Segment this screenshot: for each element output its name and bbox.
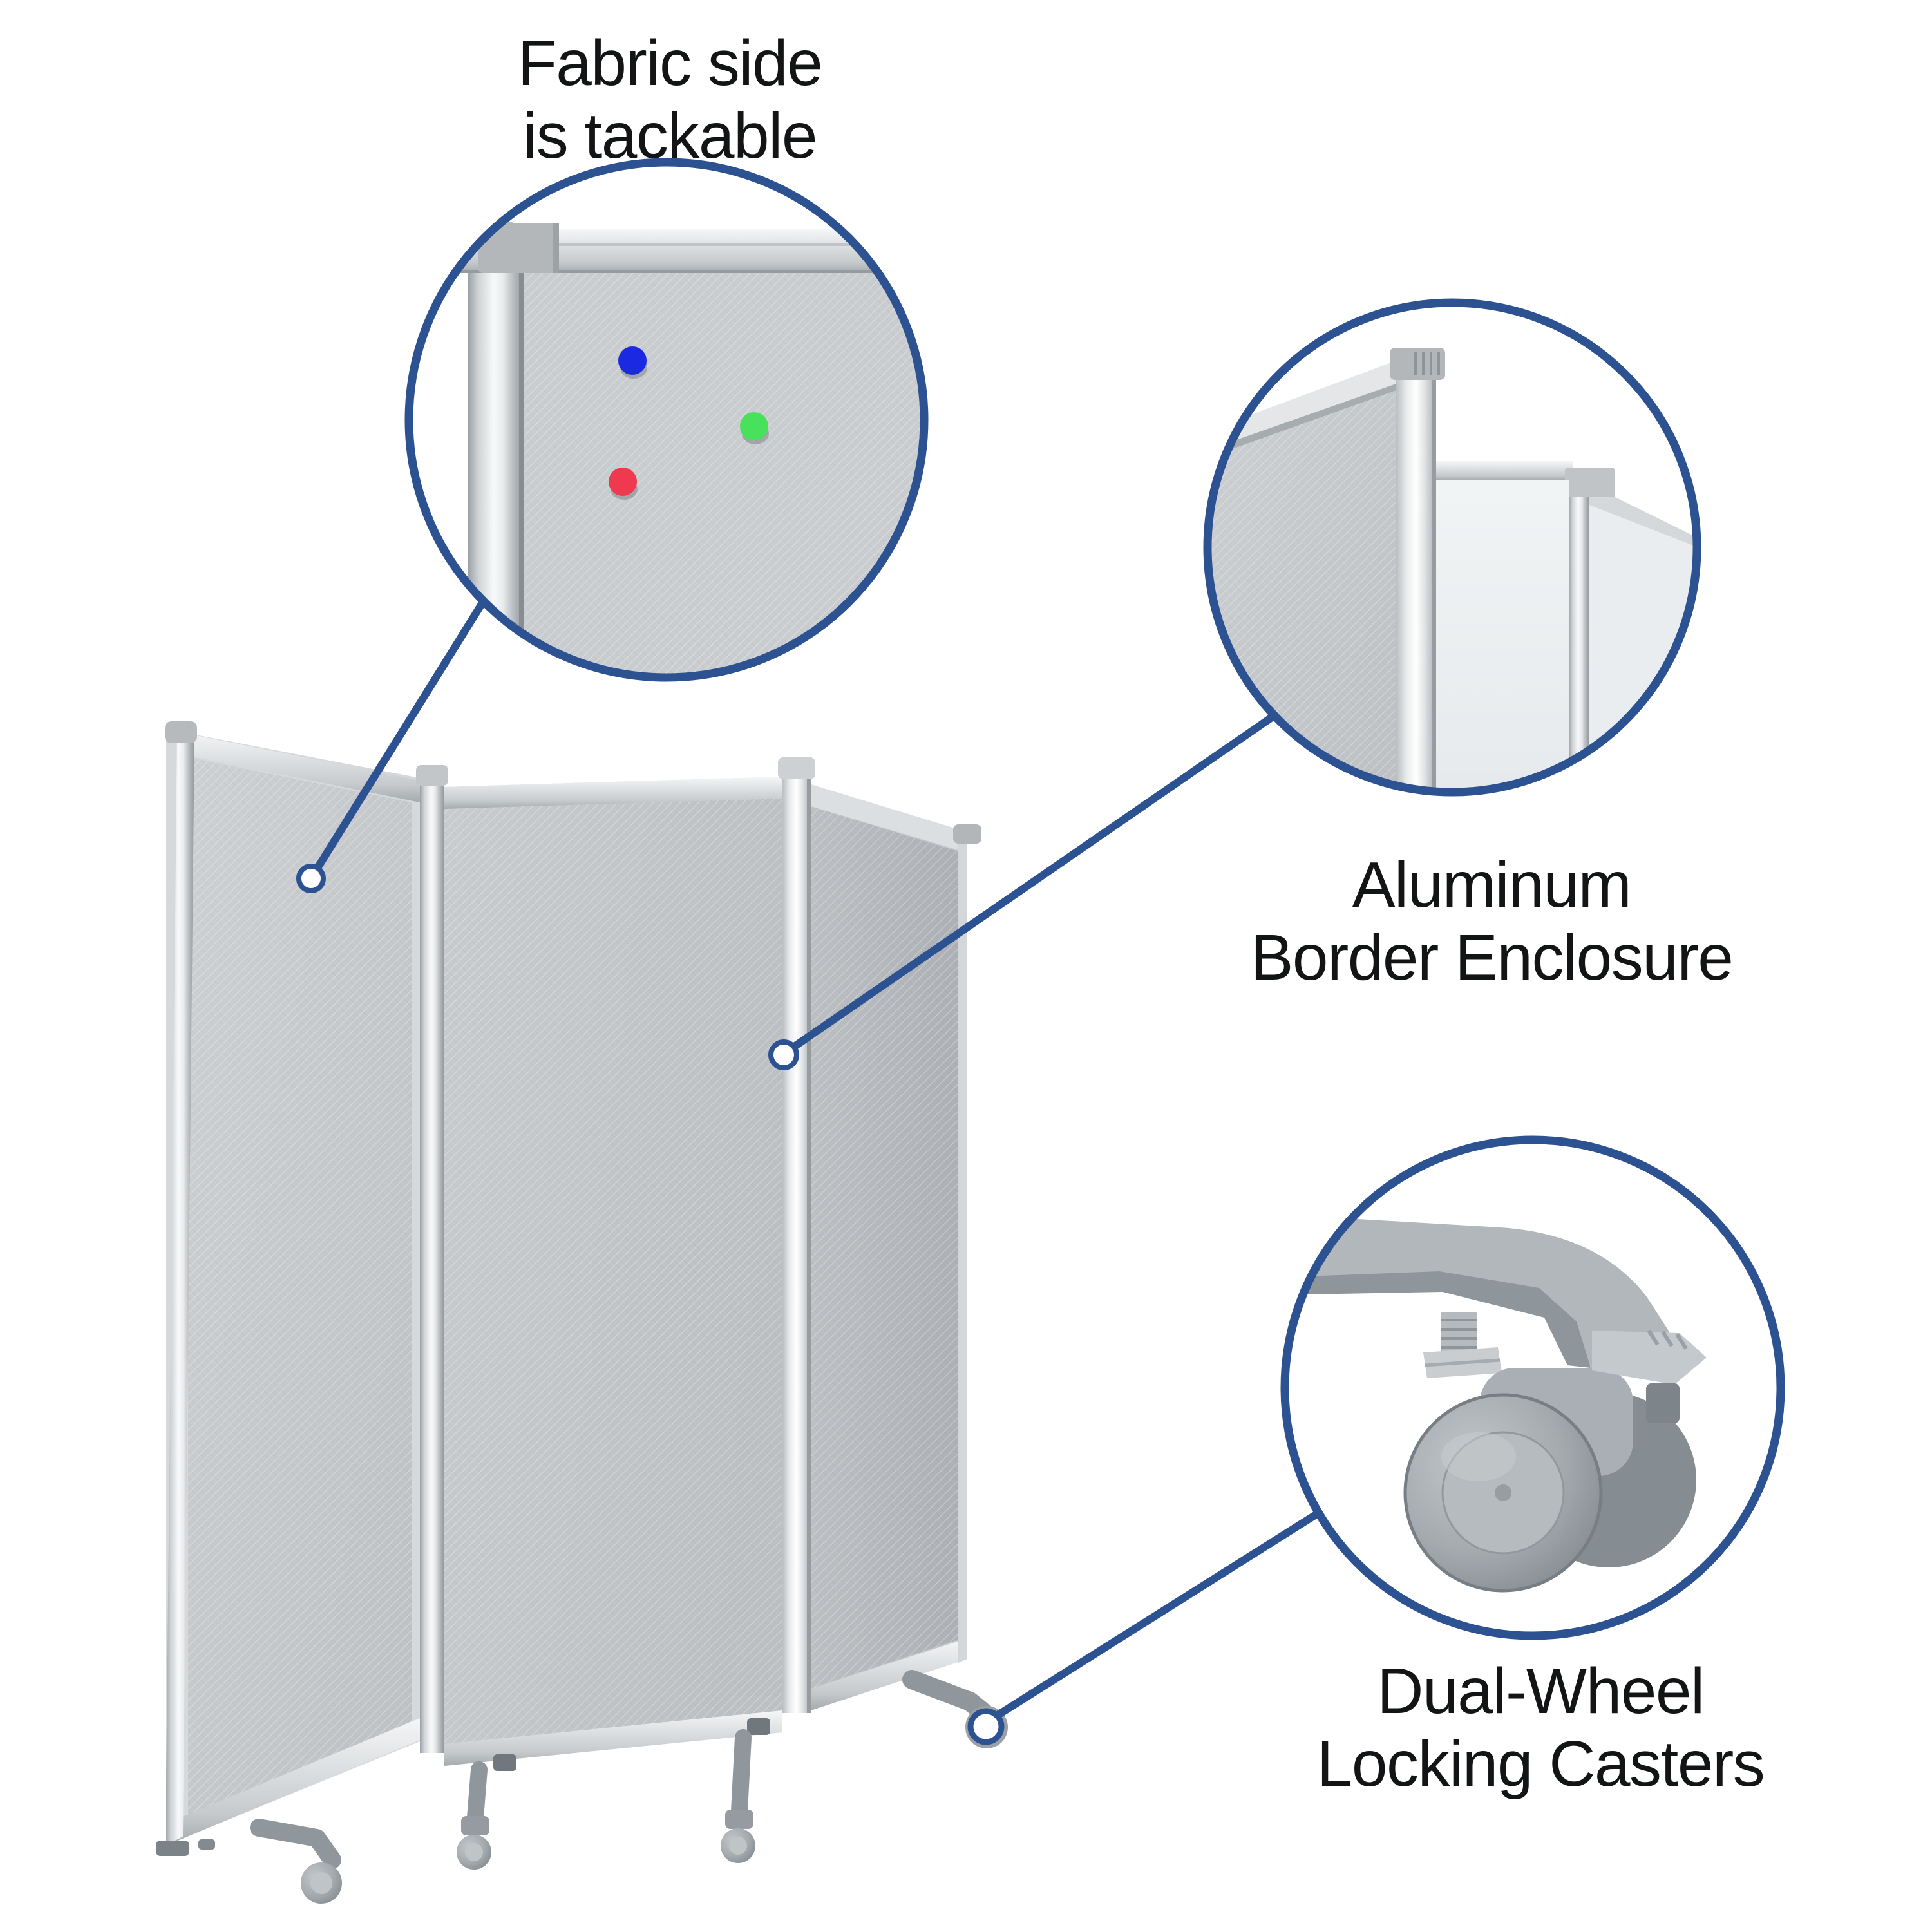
detail-border-rail-seam [1432,358,1436,790]
caster-wheel-hub [729,1837,747,1855]
panel-center-top-rail [444,777,782,809]
label-fabric-line2: is tackable [523,100,817,172]
leader-line-aluminum [783,712,1278,1056]
panel-right-top-rail [811,784,967,853]
room-divider [156,721,1008,1904]
detail-brake-lever [1592,1331,1707,1385]
green-pin [740,412,768,440]
panel-left-top-rail [177,732,420,802]
detail-fabric-texture [524,273,922,676]
detail-hex-nut-facet [1425,1358,1501,1367]
panel-right-edge-strip [958,829,967,1663]
detail-wheel-highlight [1441,1432,1516,1481]
leader-lines [307,597,1323,1719]
panel-left-fabric-texture [188,757,412,1828]
panel-right [811,784,981,1710]
hinge-post-right-seam [807,772,811,1713]
detail-leg-arm-underside [1304,1271,1591,1368]
detail-back-panel [1436,480,1569,790]
caster-leg-center-2 [721,1729,755,1863]
label-aluminum-border: Aluminum Border Enclosure [1250,849,1734,994]
caster-fork [725,1810,753,1829]
push-pins [609,346,769,500]
detail-border-rail [1396,358,1436,790]
panel-left-corner-cap [165,721,197,743]
blue-pin [618,346,647,375]
detail-brake-ridges [1647,1329,1688,1350]
detail-front-wheel-axle [1495,1484,1511,1501]
panel-left-bottom-rail [166,1718,420,1846]
panel-center-fabric-texture [444,799,782,1744]
marker-dot-aluminum [768,1039,799,1070]
label-casters-line2: Locking Casters [1316,1728,1765,1800]
detail-brake-slot [1646,1383,1680,1423]
marker-dot-casters [967,1708,1005,1745]
detail-border-cap-ridges [1414,352,1440,375]
callout-casters-detail [1280,1135,1785,1640]
detail-back-rail [1436,461,1573,480]
hinge-foot-left [493,1754,516,1771]
label-locking-casters: Dual-Wheel Locking Casters [1317,1655,1765,1801]
callout-fabric-ring [404,158,929,682]
hinge-post-left-cap [416,765,448,786]
detail-border-cap [1390,348,1445,380]
point-markers [296,864,1005,1745]
label-fabric-line1: Fabric side [517,27,823,99]
caster-leg-center-1 [457,1761,491,1870]
label-aluminum-line2: Border Enclosure [1250,922,1734,994]
panel-left-foot-bit [198,1839,215,1850]
panel-right-corner-cap [953,824,981,844]
caster-wheel-hub [310,1872,332,1894]
label-casters-line1: Dual-Wheel [1377,1655,1705,1727]
detail-back-vertical-rail [1569,497,1589,790]
label-fabric-tackable: Fabric side is tackable [517,27,823,173]
caster-wheel-hub [465,1843,483,1861]
detail-back-corner-block [1565,468,1615,500]
hinge-post-right-cap [778,757,815,779]
detail-fabric-top-cap [1209,361,1396,451]
hinge-post-right [778,757,815,1713]
detail-far-panel-rail [1589,497,1695,546]
panel-right-fabric-texture [811,806,958,1689]
hinge-foot-right [747,1718,770,1735]
detail-corner-cap [478,223,559,273]
panel-center-bottom-rail [444,1710,782,1766]
detail-top-rail-edge [411,270,922,273]
red-pin [609,468,637,496]
panel-right-bottom-rail [811,1638,967,1710]
detail-vertical-rail-seam [519,273,524,676]
panel-left-edge-strip [166,732,194,1845]
leader-line-fabric [307,597,488,882]
detail-fabric-top-cap-shade [1209,384,1396,459]
detail-stem-threads [1441,1319,1477,1349]
callout-fabric-detail [404,158,929,682]
callout-aluminum-ring [1203,298,1701,797]
detail-top-rail-groove [411,243,922,246]
detail-vertical-rail [468,273,524,676]
caster-fork [461,1816,489,1835]
caster-leg-left-panel [250,1819,342,1904]
hinge-post-left [416,765,448,1753]
panel-left-corner-foot [156,1841,189,1856]
detail-corner-cap-shade [553,223,559,273]
leader-line-casters [993,1509,1323,1719]
panel-center [444,777,782,1766]
label-aluminum-line1: Aluminum [1352,849,1632,921]
marker-dot-fabric [296,864,326,893]
panel-left [156,721,420,1856]
callout-aluminum-detail [1203,298,1701,797]
callout-casters-ring [1280,1135,1785,1640]
